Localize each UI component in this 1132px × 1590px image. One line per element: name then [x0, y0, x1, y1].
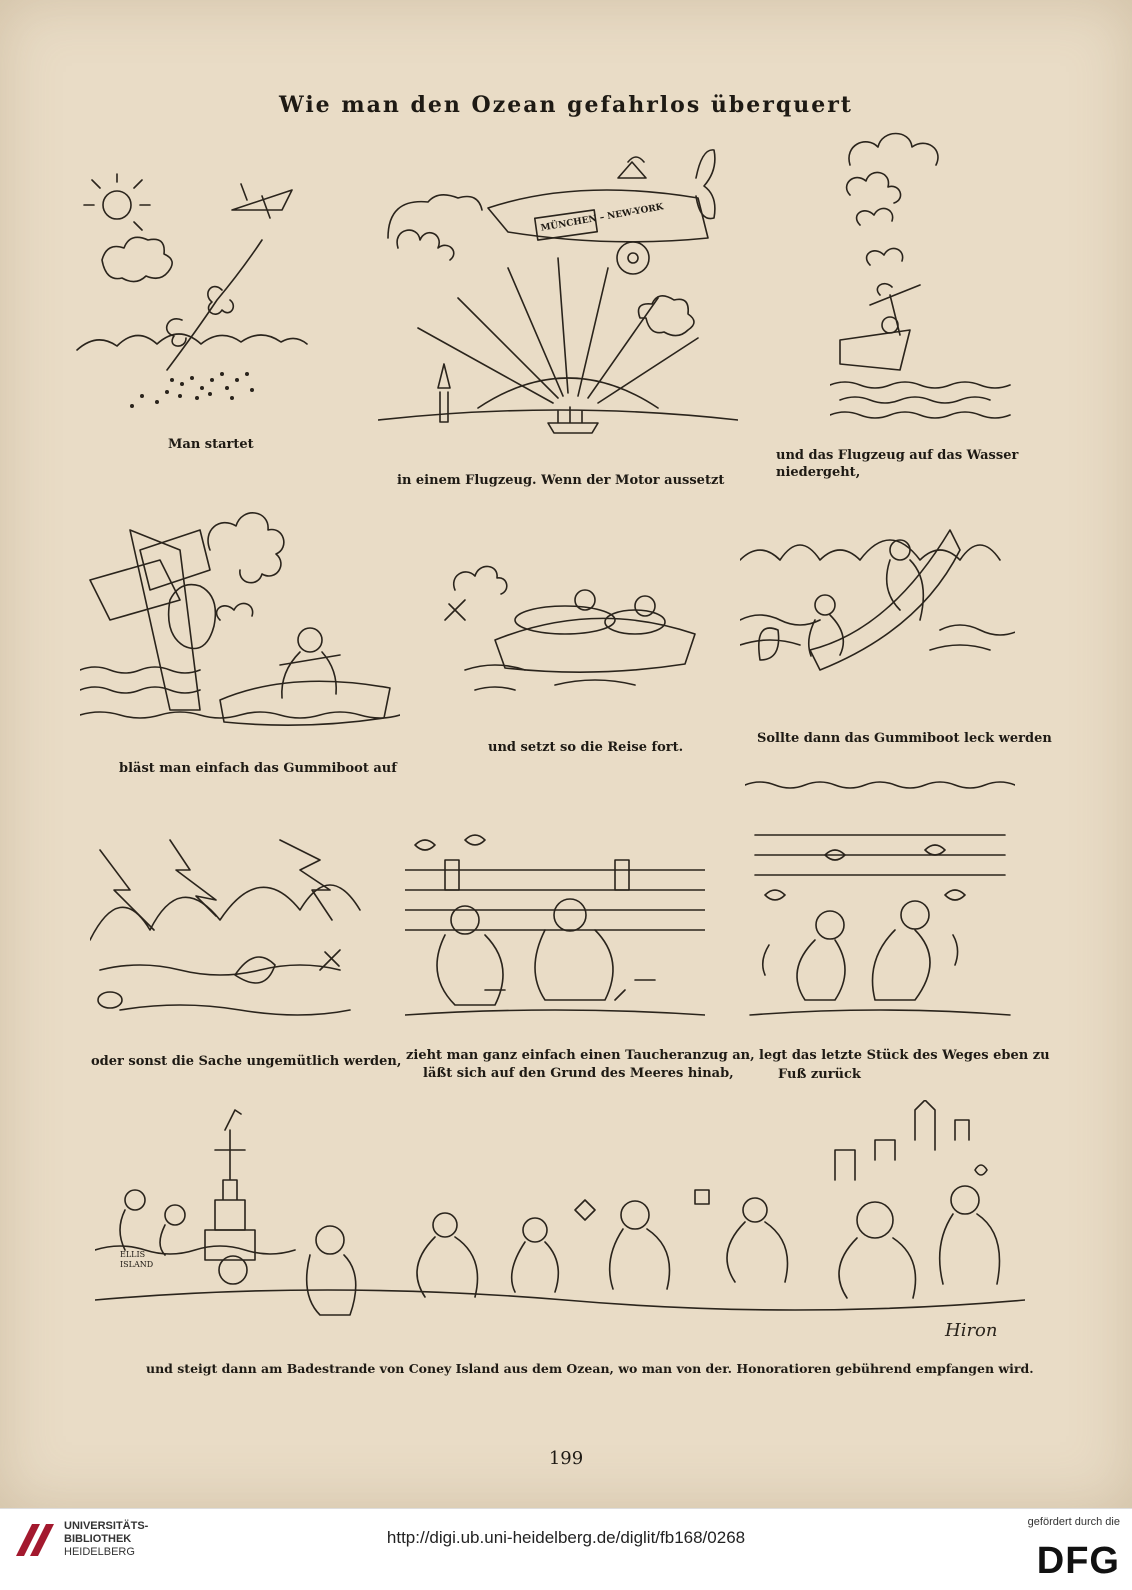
caption-10: und steigt dann am Badestrande von Coney…: [146, 1361, 1034, 1376]
institution-line-2: BIBLIOTHEK: [64, 1533, 132, 1545]
panel-coney-island: [95, 1100, 1025, 1340]
caption-4: bläst man einfach das Gummiboot auf: [119, 761, 397, 776]
panel-storm: [90, 830, 365, 1030]
caption-8b: läßt sich auf den Grund des Meeres hinab…: [423, 1066, 734, 1081]
university-logo-icon: [12, 1516, 60, 1564]
caption-7: oder sonst die Sache ungemütlich werden,: [91, 1054, 402, 1069]
caption-2: in einem Flugzeug. Wenn der Motor ausset…: [397, 473, 725, 488]
panel-plane-flight: [378, 148, 738, 448]
viewer-footer: [0, 1508, 1132, 1590]
panel-diver-walk: [745, 775, 1015, 1030]
artist-signature: Hiron: [945, 1320, 998, 1341]
caption-9a: legt das letzte Stück des Weges eben zu: [759, 1048, 1050, 1063]
dfg-logo: DFG: [1036, 1540, 1120, 1582]
magazine-page: Wie man den Ozean gefahrlos überquert: [0, 0, 1132, 1508]
panel-inflate-boat: [80, 490, 400, 740]
caption-3a: und das Flugzeug auf das Wasser: [776, 448, 1019, 463]
caption-8a: zieht man ganz einfach einen Taucheranzu…: [406, 1048, 755, 1063]
panel-plane-start: [72, 170, 312, 420]
caption-1: Man startet: [168, 437, 254, 452]
institution-name: UNIVERSITÄTS- BIBLIOTHEK HEIDELBERG: [64, 1520, 148, 1559]
document-url-link[interactable]: http://digi.ub.uni-heidelberg.de/diglit/…: [386, 1528, 746, 1547]
panel-plane-landing: [830, 125, 1020, 425]
page-number: 199: [548, 1448, 584, 1469]
caption-6: Sollte dann das Gummiboot leck werden: [757, 731, 1052, 746]
panel-diver-descend: [405, 820, 705, 1030]
caption-5: und setzt so die Reise fort.: [488, 740, 684, 755]
caption-3b: niedergeht,: [776, 465, 861, 480]
institution-line-1: UNIVERSITÄTS-: [64, 1520, 149, 1532]
page-title: Wie man den Ozean gefahrlos überquert: [279, 92, 853, 118]
panel-boat-trip: [435, 540, 705, 700]
ellis-island-label: ELLIS ISLAND: [120, 1250, 154, 1269]
panel-boat-leak: [740, 520, 1015, 700]
funded-by-text: gefördert durch die: [1027, 1516, 1120, 1528]
caption-9b: Fuß zurück: [778, 1067, 861, 1082]
institution-line-3: HEIDELBERG: [64, 1546, 135, 1558]
